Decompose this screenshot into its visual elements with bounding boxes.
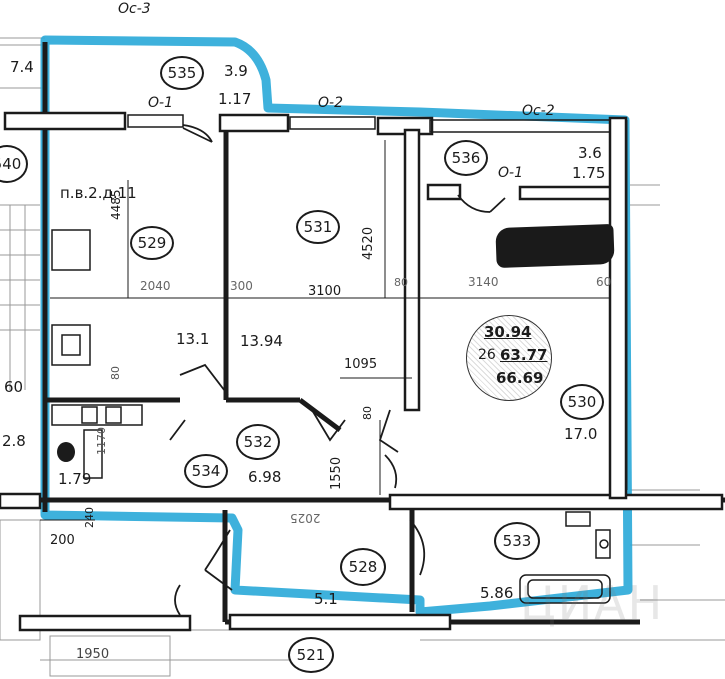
dim-3100: 3100 [308,284,342,299]
room-number-534: 534 [184,454,228,488]
room-area-531: 13.94 [240,332,283,350]
dim-80-mid: 80 [361,406,374,420]
summary-total-with-balcony: 66.69 [496,369,544,387]
room-number-528: 528 [340,548,386,586]
dim-60-right: 60 [596,275,612,289]
room-number-531: 531 [296,210,340,244]
window-label-o2: O-2 [318,95,343,111]
room-number-521: 521 [288,637,334,673]
apartment-area-summary [466,315,552,401]
dim-1550: 1550 [329,456,344,490]
misc-2-8: 2.8 [2,432,26,450]
room-number-533: 533 [494,522,540,560]
summary-apartment-number: 26 [478,347,496,363]
room-area-530: 17.0 [564,425,598,443]
room-number-529: 529 [130,226,174,260]
room-area-532: 6.98 [248,468,282,486]
dim-300: 300 [230,279,253,293]
summary-total-area: 63.77 [500,346,548,364]
room-number-532: 532 [236,424,280,460]
room-extra-535: 3.9 [224,62,248,80]
room-number-540: 540 [0,145,28,183]
redacted-block [495,223,615,269]
dim-1950: 1950 [76,647,110,662]
dim-2025: 2025 [290,511,321,525]
dim-1095: 1095 [344,357,378,372]
dim-80-top: 80 [394,276,408,289]
room-area-534: 1.79 [58,470,92,488]
window-label-o1-right: O-1 [498,165,523,181]
dim-80-left: 80 [109,366,122,380]
room-area-529: 13.1 [176,330,210,348]
window-label-o1-left: O-1 [148,95,173,111]
room-area-528: 5.1 [314,590,338,608]
dim-4485: 4485 [109,189,123,220]
dim-1170: 1170 [95,427,108,455]
dim-4520: 4520 [361,226,376,260]
room-area-536: 1.75 [572,164,606,182]
room-area-535: 1.17 [218,90,252,108]
dim-3140: 3140 [468,275,499,289]
dim-240: 240 [83,507,96,528]
apartment-outline [40,35,633,617]
room-area-540: 7.4 [10,58,34,76]
room-extra-536: 3.6 [578,144,602,162]
room-area-533: 5.86 [480,584,514,602]
dim-2040: 2040 [140,279,171,293]
window-label-oc2: Oc-2 [522,103,555,119]
ventilation-note: п.в.2.д.11 [60,184,137,202]
room-number-530: 530 [560,384,604,420]
misc-60: 60 [4,378,24,396]
watermark: ЦИАН [520,576,665,630]
dim-200: 200 [50,533,75,548]
summary-living-area: 30.94 [484,323,532,341]
window-label-oc3: Oc-3 [118,1,151,17]
room-number-535: 535 [160,56,204,90]
room-number-536: 536 [444,140,488,176]
